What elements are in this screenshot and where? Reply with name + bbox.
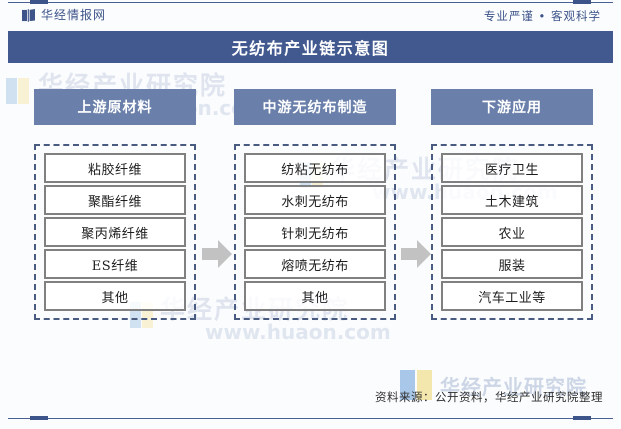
arrow-midstream-to-downstream-icon [399,237,433,271]
item-label: 土木建筑 [484,194,539,210]
list-item: 其他 [44,281,186,311]
bottom-rule-cap-right [573,416,591,420]
list-item: 聚丙烯纤维 [44,217,186,247]
chain-stage-downstream: 下游应用 医疗卫生 土木建筑 农业 服装 汽车工业等 [431,63,593,320]
list-item: 医疗卫生 [441,153,583,183]
top-rule-cap-left [30,0,48,4]
list-item: 服装 [441,249,583,279]
brand-bar: 华经情报网 专业严谨 • 客观科学 [0,5,621,31]
list-item: 聚酯纤维 [44,185,186,215]
chart-title-band: 无纺布产业链示意图 [8,31,613,63]
stage-header-upstream: 上游原材料 [34,89,196,125]
item-label: 服装 [498,258,526,274]
stage-items-downstream: 医疗卫生 土木建筑 农业 服装 汽车工业等 [431,144,593,320]
top-rule-cap-right [573,0,591,4]
brand-tagline: 专业严谨 • 客观科学 [483,9,601,23]
item-label: 聚丙烯纤维 [81,226,149,242]
source-note: 资料来源：公开资料，华经产业研究院整理 [375,390,603,404]
item-label: 其他 [301,290,329,306]
list-item: 熔喷无纺布 [244,249,386,279]
stage-items-upstream: 粘胶纤维 聚酯纤维 聚丙烯纤维 ES纤维 其他 [34,144,196,320]
list-item: 水刺无纺布 [244,185,386,215]
stage-header-midstream: 中游无纺布制造 [234,89,396,125]
chain-stage-upstream: 上游原材料 粘胶纤维 聚酯纤维 聚丙烯纤维 ES纤维 其他 [34,63,196,320]
item-label: 聚酯纤维 [87,194,142,210]
bottom-rule-cap-left [30,416,48,420]
page-title: 无纺布产业链示意图 [231,39,390,58]
stage-items-midstream: 纺粘无纺布 水刺无纺布 针刺无纺布 熔喷无纺布 其他 [234,144,396,320]
item-label: 水刺无纺布 [281,194,349,210]
item-label: 其他 [101,290,129,306]
list-item: 纺粘无纺布 [244,153,386,183]
bottom-rule [0,416,621,421]
stage-header-label: 上游原材料 [77,100,153,116]
top-rule [0,0,621,5]
item-label: 熔喷无纺布 [281,258,349,274]
item-label: 汽车工业等 [478,290,546,306]
brand-name: 华经情报网 [41,8,107,22]
stage-header-downstream: 下游应用 [431,89,593,125]
item-label: 纺粘无纺布 [281,162,349,178]
stage-header-label: 下游应用 [482,100,542,116]
item-label: ES纤维 [91,258,139,274]
list-item: 汽车工业等 [441,281,583,311]
item-label: 农业 [498,226,526,242]
list-item: ES纤维 [44,249,186,279]
arrow-upstream-to-midstream-icon [200,237,234,271]
list-item: 土木建筑 [441,185,583,215]
list-item: 粘胶纤维 [44,153,186,183]
brand-logo: 华经情报网 [22,9,106,22]
list-item: 针刺无纺布 [244,217,386,247]
bottom-rule-line [8,418,613,419]
list-item: 其他 [244,281,386,311]
top-rule-line [8,2,613,3]
stage-header-label: 中游无纺布制造 [262,100,368,116]
item-label: 医疗卫生 [484,162,539,178]
open-book-icon [22,9,35,22]
item-label: 针刺无纺布 [281,226,349,242]
value-chain-diagram: 上游原材料 粘胶纤维 聚酯纤维 聚丙烯纤维 ES纤维 其他 中游无纺布制造 纺粘… [0,63,621,383]
chain-stage-midstream: 中游无纺布制造 纺粘无纺布 水刺无纺布 针刺无纺布 熔喷无纺布 其他 [234,63,396,320]
item-label: 粘胶纤维 [87,162,142,178]
list-item: 农业 [441,217,583,247]
